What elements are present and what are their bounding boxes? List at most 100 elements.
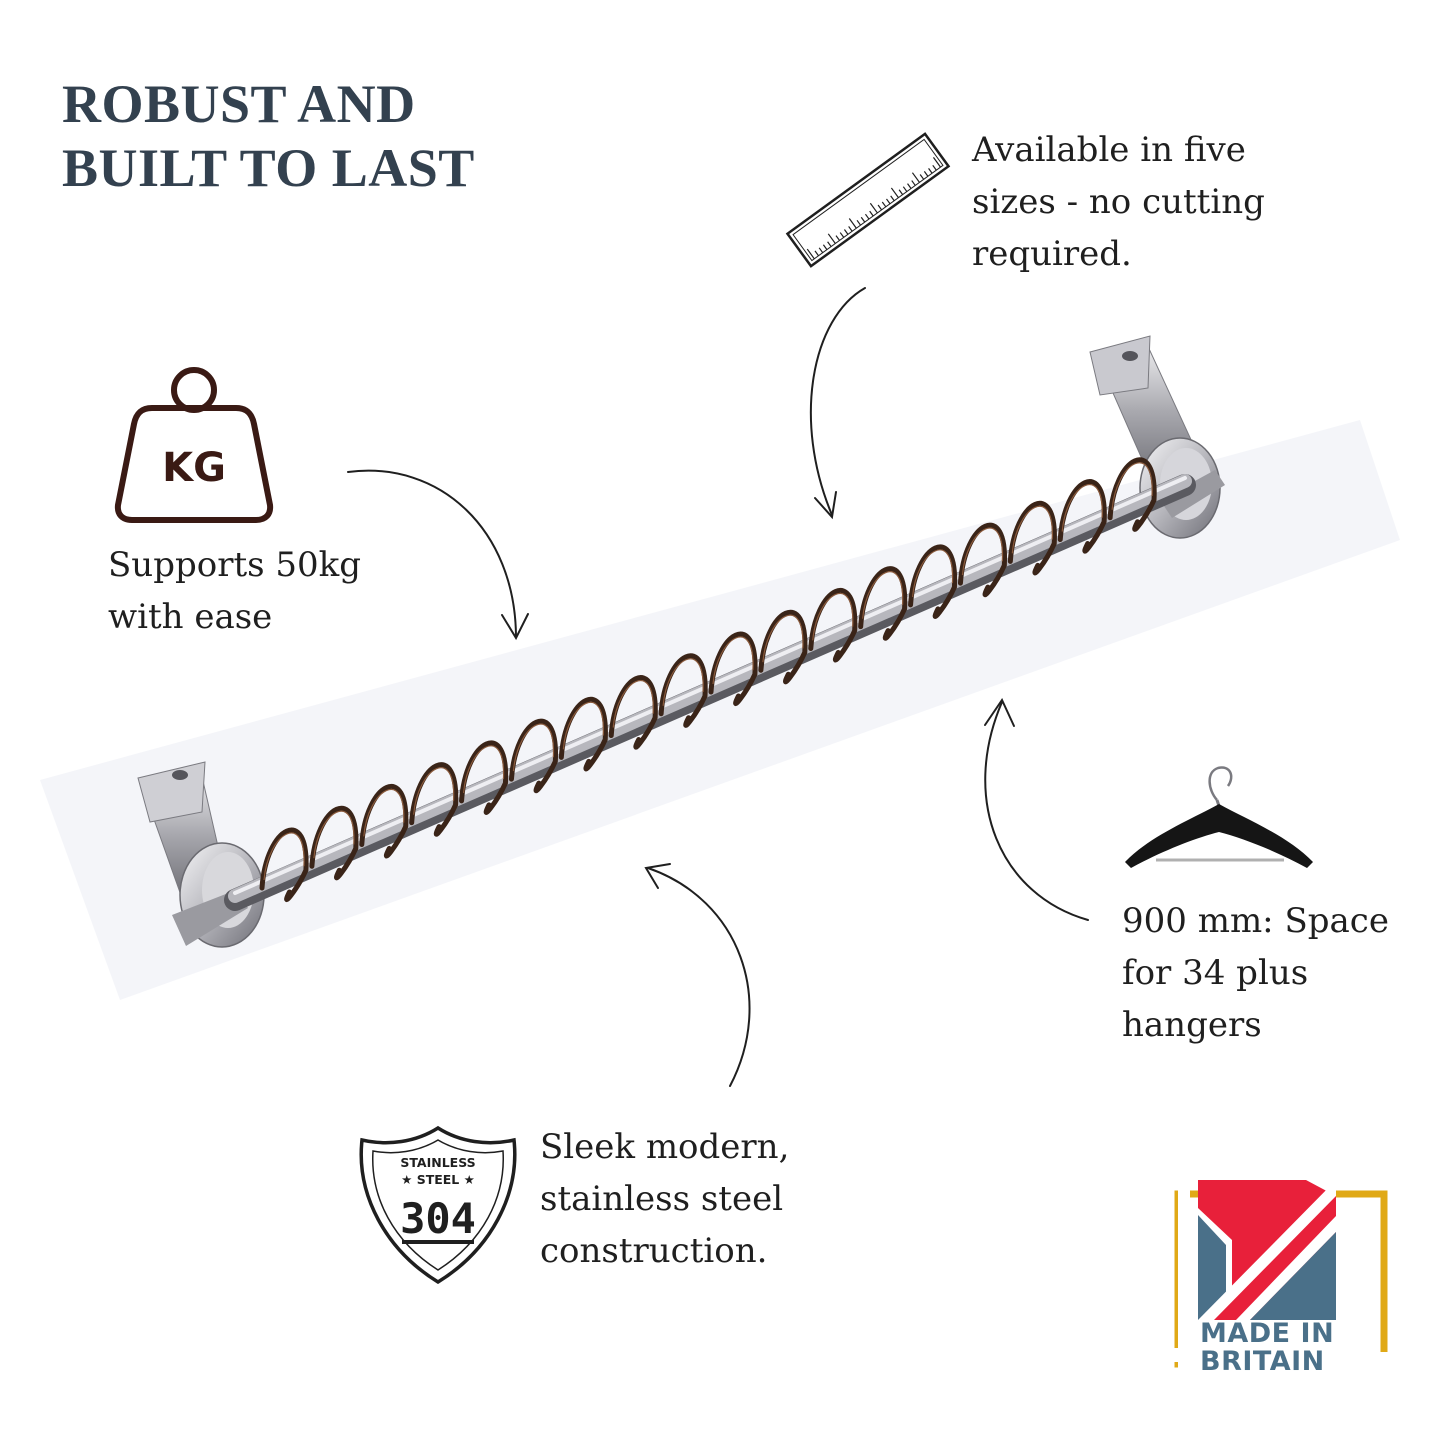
feature-weight: Supports 50kg with ease xyxy=(108,539,361,643)
ruler-tick xyxy=(814,250,819,257)
spiral-coil-loop xyxy=(758,609,808,685)
ruler-tick xyxy=(822,244,828,250)
arrow-weight-head xyxy=(501,613,529,641)
page-title: ROBUST AND BUILT TO LAST xyxy=(62,72,475,200)
feature-sizes-line-1: Available in five xyxy=(972,130,1246,170)
spiral-coil-highlight xyxy=(413,767,455,815)
feature-hangers: 900 mm: Space for 34 plus hangers xyxy=(1122,895,1389,1051)
ruler-tick xyxy=(911,180,916,186)
badge-stainless: STAINLESS xyxy=(400,1155,475,1170)
spiral-coil-loop xyxy=(1107,457,1157,532)
spiral-coil-loop xyxy=(608,675,658,750)
ruler-tick xyxy=(835,235,841,241)
arrow-weight xyxy=(347,469,517,637)
ruler-tick xyxy=(902,186,908,192)
ruler-tick xyxy=(848,218,857,229)
title-line-2: BUILT TO LAST xyxy=(62,138,475,198)
badge-grade: 304 xyxy=(400,1194,476,1243)
flag-blue xyxy=(1198,1215,1226,1320)
spiral-coil-highlight xyxy=(762,614,804,663)
made-in-britain-logo xyxy=(1170,1180,1388,1368)
badge-steel: ★ STEEL ★ xyxy=(401,1172,475,1187)
britain-line: BRITAIN xyxy=(1200,1346,1325,1377)
feature-steel-line-1: Sleek modern, xyxy=(540,1127,790,1167)
spiral-coil-loop xyxy=(508,718,558,794)
kg-label: KG xyxy=(162,445,226,491)
spiral-coil-highlight xyxy=(512,723,554,772)
feature-steel: Sleek modern, stainless steel constructi… xyxy=(540,1121,789,1277)
spiral-coil-loop xyxy=(558,696,608,772)
spiral-coil-loop xyxy=(908,544,958,619)
ruler-tick xyxy=(923,171,929,177)
feature-hangers-line-2: for 34 plus xyxy=(1122,953,1309,993)
spiral-coil-loop xyxy=(459,740,509,815)
spiral-coil-loop xyxy=(858,566,908,641)
ruler-icon xyxy=(785,132,951,268)
arrow-hangers xyxy=(984,701,1089,921)
spiral-coil-highlight xyxy=(313,810,355,859)
ruler-tick xyxy=(827,241,832,247)
spiral-coil-loop xyxy=(957,522,1007,598)
spiral-coil-loop xyxy=(359,783,409,859)
spiral-coil-highlight xyxy=(812,593,854,641)
arrow-steel xyxy=(647,867,751,1087)
ruler-tick xyxy=(898,189,904,195)
ruler-tick xyxy=(806,248,815,260)
spiral-coil-highlight xyxy=(263,832,305,881)
arrow-hangers-head xyxy=(984,697,1015,727)
spiral-coil-loop xyxy=(808,587,858,663)
ruler-tick xyxy=(856,219,862,226)
spiral-coil-highlight xyxy=(612,680,654,728)
spiral-coil-loop xyxy=(1007,500,1057,576)
ruler-tick xyxy=(818,247,824,254)
ruler-tick xyxy=(907,183,912,189)
ruler-tick xyxy=(864,213,870,220)
hanger-spacer-spiral xyxy=(259,457,1157,902)
arrow-sizes-head xyxy=(814,491,837,520)
ruler-tick xyxy=(919,174,925,180)
ruler-tick xyxy=(881,201,887,208)
spiral-coil-highlight xyxy=(961,527,1003,576)
ruler-tick xyxy=(869,210,874,217)
ruler-tick xyxy=(890,195,895,202)
arrow-sizes xyxy=(809,287,866,516)
spiral-coil-loop xyxy=(309,805,359,881)
ruler-tick xyxy=(869,202,878,214)
feature-steel-line-2: stainless steel xyxy=(540,1179,784,1219)
spiral-coil-loop xyxy=(658,653,708,728)
feature-weight-line-2: with ease xyxy=(108,597,273,637)
ruler-tick xyxy=(877,204,883,211)
ruler-tick xyxy=(848,226,853,232)
spiral-coil-highlight xyxy=(1011,505,1053,554)
kg-weight-icon: KG xyxy=(114,367,274,523)
ruler-tick xyxy=(827,233,836,244)
spiral-coil-highlight xyxy=(1061,484,1103,532)
spiral-coil-highlight xyxy=(862,571,904,619)
ruler-tick xyxy=(886,198,891,205)
feature-hangers-line-3: hangers xyxy=(1122,1005,1262,1045)
spiral-coil-loop xyxy=(409,762,459,837)
spiral-coil-highlight xyxy=(462,745,505,793)
ruler-tick xyxy=(928,168,933,174)
stainless-steel-shield-icon: STAINLESS ★ STEEL ★ 304 xyxy=(359,1125,517,1285)
spiral-coil-highlight xyxy=(662,658,704,706)
ruler-tick xyxy=(911,172,920,183)
feature-steel-line-3: construction. xyxy=(540,1231,768,1271)
ruler-tick xyxy=(860,216,866,223)
feature-weight-line-1: Supports 50kg xyxy=(108,545,361,585)
spiral-coil-loop xyxy=(1057,479,1107,554)
made-in-line: MADE IN xyxy=(1200,1318,1335,1349)
rail-shadow xyxy=(40,420,1400,1000)
arrow-steel-head xyxy=(644,863,671,889)
ruler-tick xyxy=(890,187,899,199)
feature-sizes-line-2: sizes - no cutting xyxy=(972,182,1265,222)
spiral-coil-loop xyxy=(708,631,758,706)
made-in-britain-label: MADE IN BRITAIN xyxy=(1178,1178,1388,1376)
title-line-1: ROBUST AND xyxy=(62,74,416,134)
ruler-tick xyxy=(932,157,941,168)
feature-sizes-line-3: required. xyxy=(972,234,1132,274)
feature-hangers-line-1: 900 mm: Space xyxy=(1122,901,1389,941)
ruler-tick xyxy=(843,229,849,235)
spiral-coil-highlight xyxy=(712,636,754,685)
